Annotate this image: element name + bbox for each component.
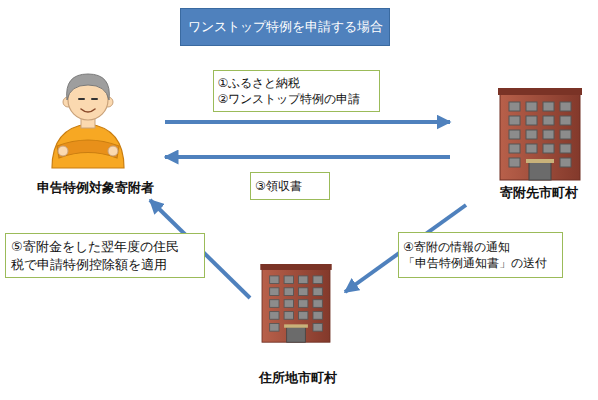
edge-label-box: ①ふるさと納税 ②ワンストップ特例の申請 — [213, 70, 380, 112]
edge-label-box: ③領収書 — [250, 172, 330, 200]
person-hand — [58, 146, 68, 156]
person-hair — [67, 74, 110, 100]
person-mouth — [81, 109, 95, 112]
flow-arrow — [165, 155, 450, 159]
edge-label: ⑤寄附金をした翌年度の住民 税で申請特例控除額を適用 — [11, 238, 199, 273]
node-label: 申告特例対象寄附者 — [37, 180, 154, 196]
person-illustration — [52, 74, 124, 168]
edge-label-box: ⑤寄附金をした翌年度の住民 税で申請特例控除額を適用 — [5, 233, 205, 278]
person-eyes — [79, 98, 97, 100]
entity-node: 住所地市町村 — [250, 262, 345, 392]
building-illustration — [498, 88, 582, 180]
edge-label: ③領収書 — [255, 178, 325, 194]
entity-node: 申告特例対象寄附者 — [25, 62, 165, 200]
edge-label: ④寄附の情報の通知 「申告特例通知書」の送付 — [403, 239, 558, 271]
building-illustration — [260, 264, 331, 342]
person-arms — [57, 140, 119, 158]
edge-label-box: ④寄附の情報の通知 「申告特例通知書」の送付 — [398, 232, 563, 278]
entity-node: 寄附先市町村 — [450, 78, 598, 205]
node-label: 住所地市町村 — [259, 370, 337, 386]
node-label: 寄附先市町村 — [500, 185, 578, 201]
title-box: ワンストップ特例を申請する場合 — [180, 8, 390, 46]
person-body — [52, 124, 124, 168]
diagram-title: ワンストップ特例を申請する場合 — [188, 18, 383, 36]
edge-label: ①ふるさと納税 ②ワンストップ特例の申請 — [218, 75, 376, 107]
flow-arrow — [165, 120, 450, 124]
person-hand — [108, 146, 118, 156]
